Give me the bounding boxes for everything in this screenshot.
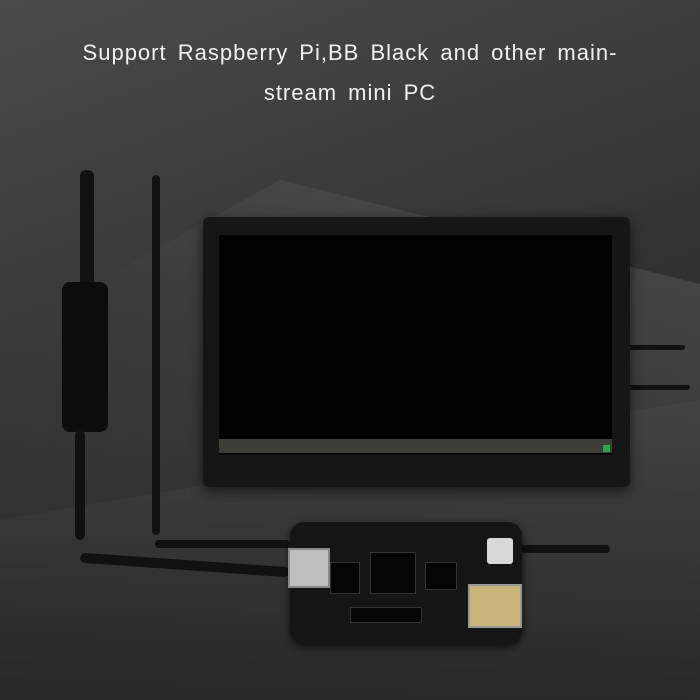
- monitor-screen: [219, 235, 612, 455]
- processor-chip: [370, 552, 416, 594]
- usb-port: [288, 548, 330, 588]
- chip: [425, 562, 457, 590]
- monitor-bezel-strip: [219, 439, 612, 453]
- header-pins: [350, 607, 422, 623]
- caption-line-2: stream mini PC: [263, 80, 437, 105]
- monitor: [203, 217, 630, 487]
- monitor-cable: [625, 345, 685, 350]
- monitor-cable: [625, 385, 690, 390]
- hdmi-cable: [80, 170, 94, 290]
- power-jack: [487, 538, 513, 564]
- usb-cable: [152, 175, 160, 535]
- hdmi-cable-lower: [75, 430, 85, 540]
- hdmi-adapter: [62, 282, 108, 432]
- ethernet-port: [468, 584, 522, 628]
- power-led: [603, 445, 610, 452]
- caption-line-1: Support Raspberry Pi,BB Black and other …: [82, 40, 618, 65]
- memory-chip: [330, 562, 360, 594]
- power-cable: [520, 545, 610, 553]
- cable-to-board-2: [155, 540, 290, 548]
